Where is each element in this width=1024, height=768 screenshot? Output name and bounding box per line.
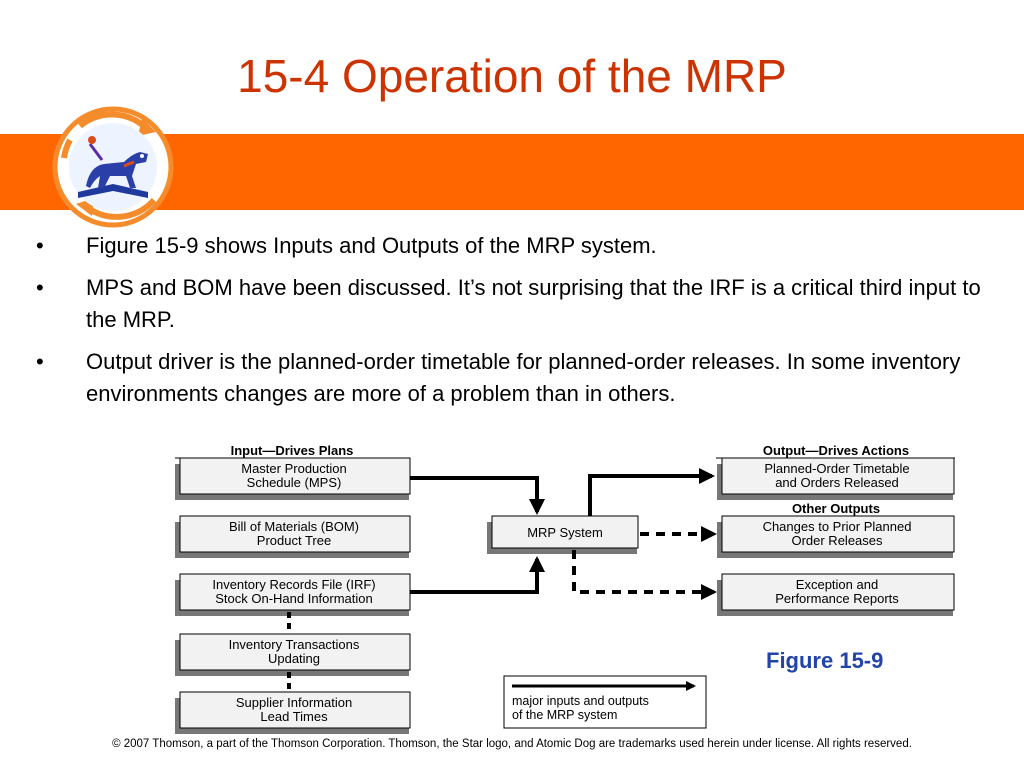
input-box-line1: Supplier Information: [236, 695, 352, 710]
input-box-line1: Inventory Records File (IRF): [212, 577, 375, 592]
other-outputs-heading: Other Outputs: [792, 501, 880, 516]
input-box-line2: Stock On-Hand Information: [215, 591, 373, 606]
mrp-system-box: MRP System: [487, 515, 639, 554]
arrow-mps-to-mrp: [410, 476, 545, 515]
output-heading: Output—Drives Actions: [763, 443, 909, 458]
copyright-footer: © 2007 Thomson, a part of the Thomson Co…: [112, 738, 912, 750]
output-box-line2: and Orders Released: [775, 475, 899, 490]
output-box-line1: Exception and: [796, 577, 878, 592]
output-box-exceptions: Exception and Performance Reports: [717, 573, 955, 616]
input-box-line2: Updating: [268, 651, 320, 666]
input-box-bom: Bill of Materials (BOM) Product Tree: [175, 515, 411, 558]
bullet-item: • MPS and BOM have been discussed. It’s …: [28, 272, 1008, 336]
bullet-text: MPS and BOM have been discussed. It’s no…: [86, 275, 981, 332]
output-box-line1: Changes to Prior Planned: [763, 519, 912, 534]
input-box-mps: Master Production Schedule (MPS): [175, 457, 411, 500]
bullet-marker: •: [36, 349, 44, 374]
input-box-irf: Inventory Records File (IRF) Stock On-Ha…: [175, 573, 411, 616]
atomic-dog-logo: [52, 106, 174, 228]
bullet-item: • Output driver is the planned-order tim…: [28, 346, 1008, 410]
bullet-item: • Figure 15-9 shows Inputs and Outputs o…: [28, 230, 1008, 262]
input-box-line1: Bill of Materials (BOM): [229, 519, 359, 534]
input-box-line2: Schedule (MPS): [247, 475, 342, 490]
arrow-irf-to-mrp: [410, 556, 545, 594]
slide-title: 15-4 Operation of the MRP: [237, 50, 787, 102]
input-box-transactions: Inventory Transactions Updating: [175, 633, 411, 676]
legend-line2: of the MRP system: [512, 708, 617, 722]
output-box-line2: Performance Reports: [775, 591, 899, 606]
diagram-legend: major inputs and outputs of the MRP syst…: [503, 675, 707, 729]
arrow-mrp-to-planned-orders: [588, 468, 715, 516]
bullet-marker: •: [36, 233, 44, 258]
input-box-line1: Inventory Transactions: [229, 637, 360, 652]
output-box-planned-orders: Planned-Order Timetable and Orders Relea…: [717, 457, 955, 500]
output-box-line2: Order Releases: [791, 533, 883, 548]
input-box-line2: Product Tree: [257, 533, 331, 548]
input-box-line1: Master Production: [241, 461, 347, 476]
legend-line1: major inputs and outputs: [512, 694, 649, 708]
bullet-marker: •: [36, 275, 44, 300]
input-box-line2: Lead Times: [260, 709, 328, 724]
figure-label: Figure 15-9: [766, 648, 884, 673]
dashed-arrow-mrp-to-exceptions: [572, 550, 717, 600]
mrp-system-label: MRP System: [527, 525, 603, 540]
bullet-list: • Figure 15-9 shows Inputs and Outputs o…: [28, 230, 1008, 420]
input-heading: Input—Drives Plans: [231, 443, 354, 458]
bullet-text: Figure 15-9 shows Inputs and Outputs of …: [86, 233, 657, 258]
input-box-supplier: Supplier Information Lead Times: [175, 691, 411, 734]
output-box-line1: Planned-Order Timetable: [764, 461, 909, 476]
output-box-changes: Changes to Prior Planned Order Releases: [717, 515, 955, 558]
bullet-text: Output driver is the planned-order timet…: [86, 349, 961, 406]
